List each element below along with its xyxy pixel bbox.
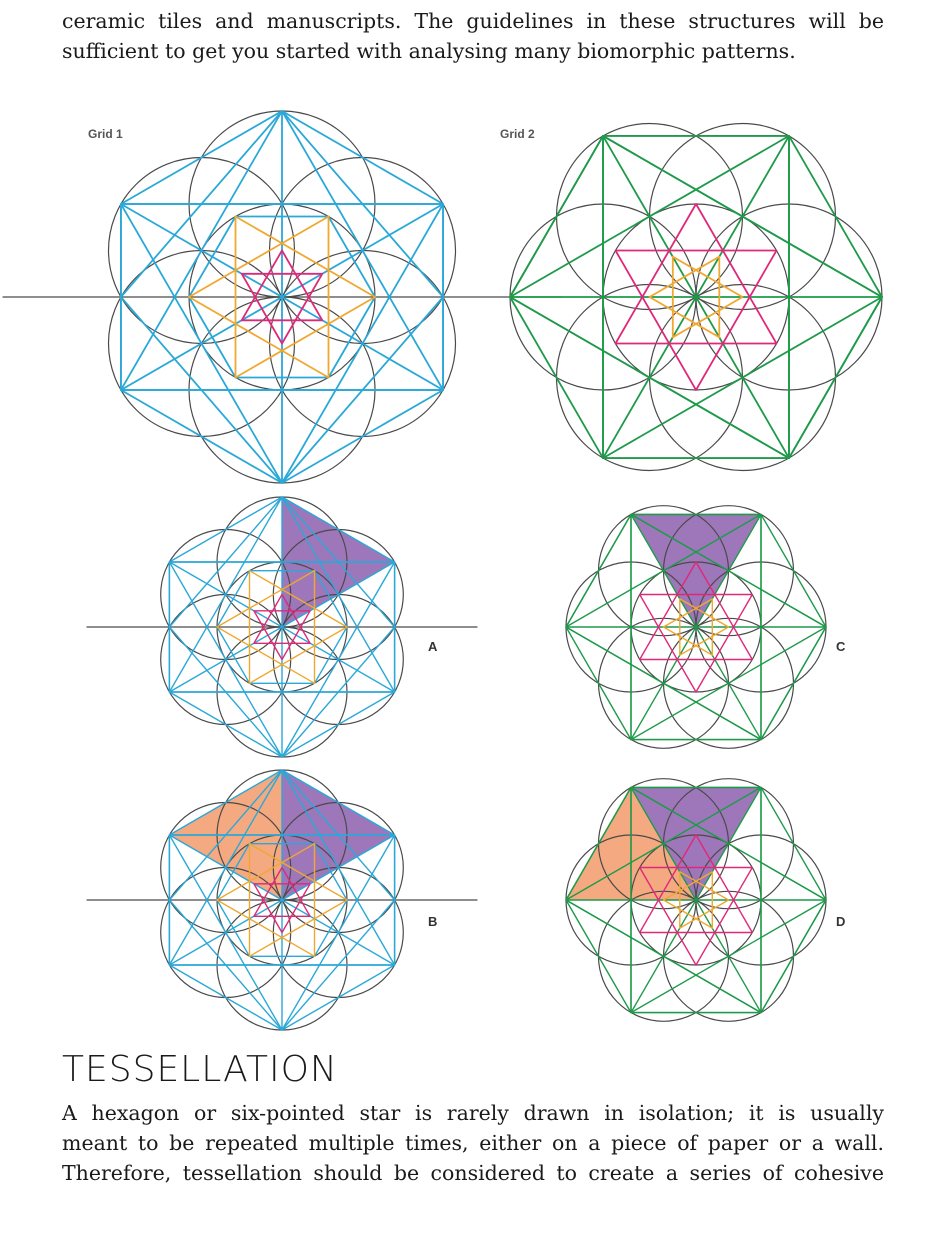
pink-star bbox=[253, 883, 311, 934]
guide-line bbox=[760, 626, 827, 741]
shaded-region bbox=[631, 787, 761, 900]
orange-star bbox=[216, 843, 316, 957]
guide-line bbox=[281, 769, 396, 901]
pink-star bbox=[614, 249, 778, 391]
orange-star bbox=[679, 598, 730, 656]
body-line: A hexagon or six-pointed star is rarely … bbox=[62, 1101, 884, 1125]
guide-line bbox=[565, 626, 762, 741]
guide-line bbox=[602, 135, 883, 298]
guide-line bbox=[565, 786, 632, 901]
guide-line bbox=[120, 110, 283, 298]
guide-line bbox=[281, 899, 396, 1031]
pink-star bbox=[240, 272, 324, 345]
guide-line bbox=[281, 296, 444, 484]
orange-star bbox=[648, 255, 721, 339]
orange-star bbox=[679, 871, 730, 929]
pink-star bbox=[639, 834, 753, 934]
grid2-label: Grid 2 bbox=[500, 127, 535, 141]
guide-line bbox=[760, 899, 827, 1014]
guide-line bbox=[168, 496, 283, 628]
grid-1-diagram bbox=[2, 110, 562, 484]
diagonal-line bbox=[602, 135, 790, 459]
panel-label-b: B bbox=[428, 914, 437, 929]
orange-star bbox=[216, 570, 316, 684]
panel-label-d: D bbox=[836, 914, 845, 929]
panel-c-diagram bbox=[565, 505, 827, 749]
pink-star bbox=[639, 866, 753, 966]
pink-star bbox=[614, 203, 778, 345]
pink-star bbox=[253, 866, 311, 917]
section-heading: TESSELLATION bbox=[62, 1049, 338, 1090]
guide-line bbox=[281, 496, 396, 628]
orange-star bbox=[662, 871, 713, 929]
pink-star bbox=[240, 249, 324, 322]
grid1-label: Grid 1 bbox=[88, 127, 123, 141]
pink-star bbox=[253, 610, 311, 661]
body-line: Therefore, tessellation should be consid… bbox=[62, 1161, 884, 1185]
orange-star bbox=[662, 598, 713, 656]
guide-line bbox=[168, 899, 283, 1031]
panel-a-diagram bbox=[86, 496, 478, 758]
geometric-grid-figure: Grid 1 Grid 2 A B C D bbox=[2, 110, 883, 1031]
panel-d-diagram bbox=[565, 778, 827, 1022]
orange-star bbox=[248, 570, 348, 684]
orange-star bbox=[234, 215, 376, 379]
guide-line bbox=[509, 296, 790, 459]
intro-line: sufficient to get you started with analy… bbox=[62, 39, 796, 63]
pink-star bbox=[639, 561, 753, 661]
panel-b-diagram bbox=[86, 769, 478, 1031]
orange-star bbox=[188, 215, 330, 379]
guide-line bbox=[168, 769, 283, 901]
grid-2-diagram bbox=[509, 122, 883, 472]
shaded-region bbox=[631, 514, 761, 627]
pink-star bbox=[253, 593, 311, 644]
orange-star bbox=[671, 255, 744, 339]
body-line: meant to be repeated multiple times, eit… bbox=[62, 1131, 884, 1155]
guide-line bbox=[509, 135, 604, 298]
intro-paragraph: ceramic tiles and manuscripts. The guide… bbox=[62, 6, 884, 66]
guide-line bbox=[630, 513, 827, 628]
guide-line bbox=[281, 626, 396, 758]
intro-line: ceramic tiles and manuscripts. The guide… bbox=[62, 9, 884, 33]
guide-line bbox=[120, 296, 283, 484]
diagonal-line bbox=[630, 786, 762, 1014]
panel-label-a: A bbox=[428, 639, 438, 654]
guide-line bbox=[565, 899, 762, 1014]
panel-label-c: C bbox=[836, 639, 846, 654]
guide-line bbox=[630, 786, 827, 901]
guide-line bbox=[168, 626, 283, 758]
guide-line bbox=[788, 296, 883, 459]
diagonal-line bbox=[630, 513, 762, 741]
guide-line bbox=[565, 513, 632, 628]
body-paragraph: A hexagon or six-pointed star is rarely … bbox=[62, 1098, 884, 1188]
orange-star bbox=[248, 843, 348, 957]
pink-star bbox=[639, 593, 753, 693]
guide-line bbox=[281, 110, 444, 298]
